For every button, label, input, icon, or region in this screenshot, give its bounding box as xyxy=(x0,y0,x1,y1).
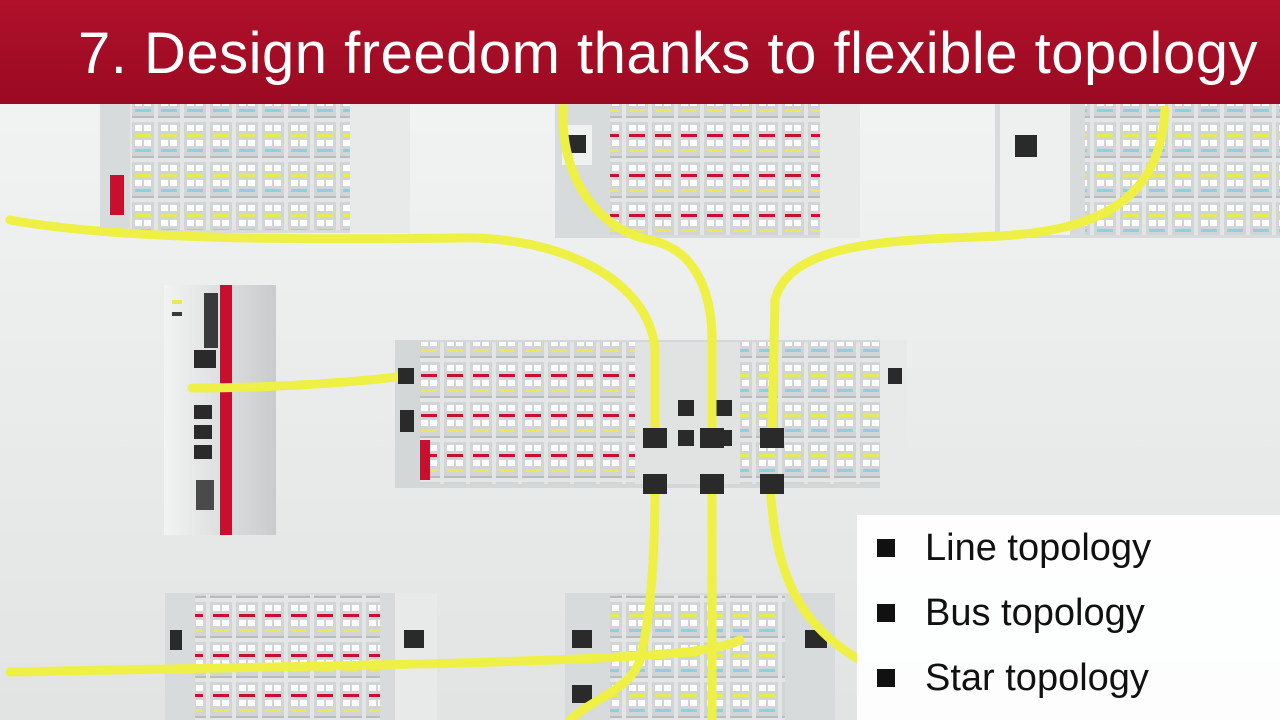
io-station-top-left xyxy=(100,98,410,233)
square-bullet-icon xyxy=(877,669,895,687)
legend-label: Star topology xyxy=(925,656,1149,699)
io-station-top-middle xyxy=(555,98,860,238)
cable-top-middle-a xyxy=(558,103,717,440)
io-station-bottom-middle xyxy=(565,593,835,720)
cable-pc-link xyxy=(187,371,410,393)
square-bullet-icon xyxy=(877,604,895,622)
io-station-bottom-left xyxy=(165,593,437,720)
cable-top-left-line xyxy=(5,215,660,440)
legend-label: Line topology xyxy=(925,526,1152,569)
industrial-pc xyxy=(164,285,276,535)
legend-item-bus-topology: Bus topology xyxy=(877,588,1145,638)
legend-item-line-topology: Line topology xyxy=(877,523,1151,573)
cable-top-middle-b xyxy=(767,105,1170,440)
cable-star-c xyxy=(765,480,865,665)
legend-item-star-topology: Star topology xyxy=(877,653,1149,703)
topology-legend: Line topology Bus topology Star topology xyxy=(857,515,1280,720)
title-bar: 7. Design freedom thanks to flexible top… xyxy=(0,0,1280,104)
cable-connectors xyxy=(398,368,784,494)
legend-label: Bus topology xyxy=(925,591,1145,634)
cable-bottom-line xyxy=(5,635,745,677)
page-title: 7. Design freedom thanks to flexible top… xyxy=(78,21,1258,86)
square-bullet-icon xyxy=(877,539,895,557)
io-station-top-right xyxy=(995,98,1280,238)
ethercat-cables xyxy=(5,103,1170,720)
